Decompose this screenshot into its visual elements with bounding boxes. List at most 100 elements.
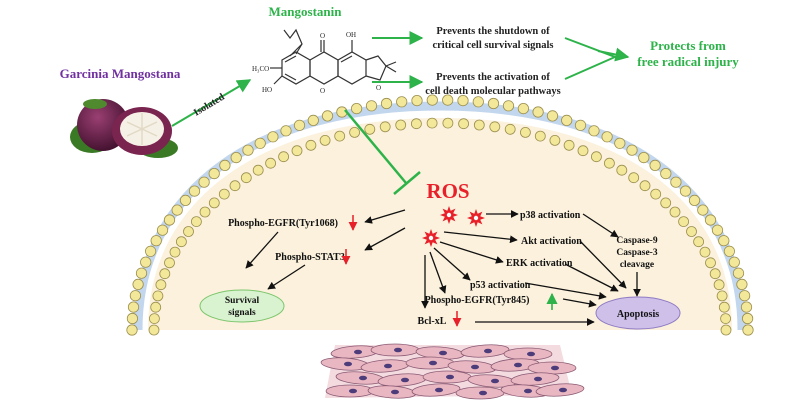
arrow-egfr845-apoptosis: [562, 298, 597, 308]
tissue-cell: [325, 384, 375, 398]
svg-text:critical cell survival signals: critical cell survival signals: [432, 40, 553, 51]
lipid-head: [716, 290, 728, 302]
lipid-head: [365, 100, 378, 112]
lipid-head: [140, 256, 152, 268]
mangosteen-fruit-image: [70, 99, 178, 158]
lipid-head: [190, 216, 202, 228]
lipid-head: [693, 236, 704, 248]
lipid-head: [489, 121, 501, 133]
lipid-head: [127, 301, 140, 313]
lipid-head: [148, 313, 160, 325]
svg-text:signals: signals: [228, 308, 256, 318]
p38-label: p38 activation: [520, 210, 581, 221]
svg-text:OH: OH: [346, 31, 356, 39]
source-label: Garcinia Mangostana: [60, 66, 181, 81]
lipid-head: [709, 268, 721, 280]
lipid-head: [742, 324, 754, 336]
lipid-head: [546, 110, 559, 122]
structure-atom-labels: O OH H₃CO HO O O: [252, 31, 381, 95]
lipid-head: [242, 144, 254, 156]
lipid-head: [720, 313, 731, 325]
lipid-head: [711, 224, 724, 236]
svg-text:H₃CO: H₃CO: [252, 65, 269, 73]
lipid-head: [628, 172, 640, 184]
lipid-head: [649, 159, 661, 171]
egfr845-label: Phospho-EGFR(Tyr845): [425, 295, 530, 306]
lipid-head: [699, 246, 711, 258]
lipid-head: [208, 168, 220, 180]
converge-arrows: [564, 37, 618, 80]
lipid-head: [426, 117, 438, 129]
lipid-head: [728, 256, 740, 268]
outcome-arrow: [597, 47, 630, 62]
effect-1-text: Prevents the shutdown of critical cell s…: [432, 26, 553, 51]
arrow-p38-caspase: [582, 213, 619, 238]
arrow-ros-akt: [443, 231, 518, 244]
ros-radical-core: [446, 212, 452, 218]
lipid-head: [732, 267, 745, 279]
lipid-head: [686, 226, 697, 237]
lipid-head: [267, 131, 279, 143]
lipid-head: [291, 145, 303, 157]
lipid-head: [639, 180, 651, 192]
lipid-head: [229, 180, 241, 192]
cell-interior: [148, 118, 732, 330]
arrow-akt-apoptosis: [579, 240, 627, 289]
cell-membrane: [126, 94, 754, 336]
lipid-head: [410, 118, 422, 130]
lipid-head: [129, 290, 141, 302]
lipid-head: [473, 119, 485, 131]
lipid-head: [678, 216, 689, 228]
lipid-head: [380, 97, 393, 110]
lipid-head: [588, 125, 600, 137]
lipid-head: [364, 123, 376, 135]
compound-name: Mangostanin: [269, 4, 343, 19]
lipid-head: [532, 106, 544, 118]
tissue-cell: [467, 374, 517, 388]
lipid-head: [379, 121, 391, 133]
lipid-head: [240, 172, 252, 184]
lipid-head: [442, 94, 454, 106]
outcome-text: Protects from free radical injury: [637, 38, 739, 69]
tissue-cell: [405, 356, 455, 370]
tissue-cell: [460, 344, 510, 358]
ros-label: ROS: [426, 179, 469, 203]
tissue-cell: [360, 359, 410, 373]
lipid-head: [697, 204, 709, 216]
erk-label: ERK activation: [506, 258, 573, 269]
svg-text:cleavage: cleavage: [620, 260, 654, 270]
lipid-head: [601, 131, 613, 143]
lipid-head: [660, 168, 672, 180]
lipid-head: [252, 164, 264, 176]
caspase-text: Caspase-9 Caspase-3 cleavage: [616, 236, 657, 270]
lipid-heads-outer: [126, 94, 754, 336]
akt-label: Akt activation: [521, 236, 582, 247]
svg-text:Survival: Survival: [225, 296, 260, 306]
lipid-head: [293, 119, 306, 131]
tissue-cell: [535, 383, 585, 397]
arrow-ros-egfr845: [429, 251, 447, 294]
svg-text:cell death molecular pathways: cell death molecular pathways: [425, 86, 560, 97]
lipid-head: [604, 157, 615, 169]
lipid-head: [723, 245, 736, 257]
lipid-head: [705, 257, 716, 269]
lipid-head: [396, 96, 408, 108]
arrow-ros-egfr: [364, 209, 406, 224]
tissue-cell: [510, 372, 560, 386]
lipid-head: [179, 194, 192, 206]
lipid-head: [198, 176, 210, 188]
lipid-head: [169, 246, 181, 258]
stat3-label: Phospho-STAT3: [275, 252, 345, 263]
lipid-head: [280, 125, 292, 137]
svg-text:Apoptosis: Apoptosis: [617, 309, 659, 320]
tissue-cell: [500, 384, 550, 398]
lipid-head: [457, 95, 469, 107]
lipid-head: [534, 130, 546, 142]
lipid-head: [670, 176, 682, 188]
lipid-head: [208, 197, 220, 209]
inhibition-line: [344, 109, 421, 195]
svg-text:HO: HO: [262, 86, 272, 94]
lipid-head: [171, 204, 183, 216]
mangostanin-structure: [270, 28, 397, 85]
bclxl-label: Bcl-xL: [418, 316, 447, 327]
